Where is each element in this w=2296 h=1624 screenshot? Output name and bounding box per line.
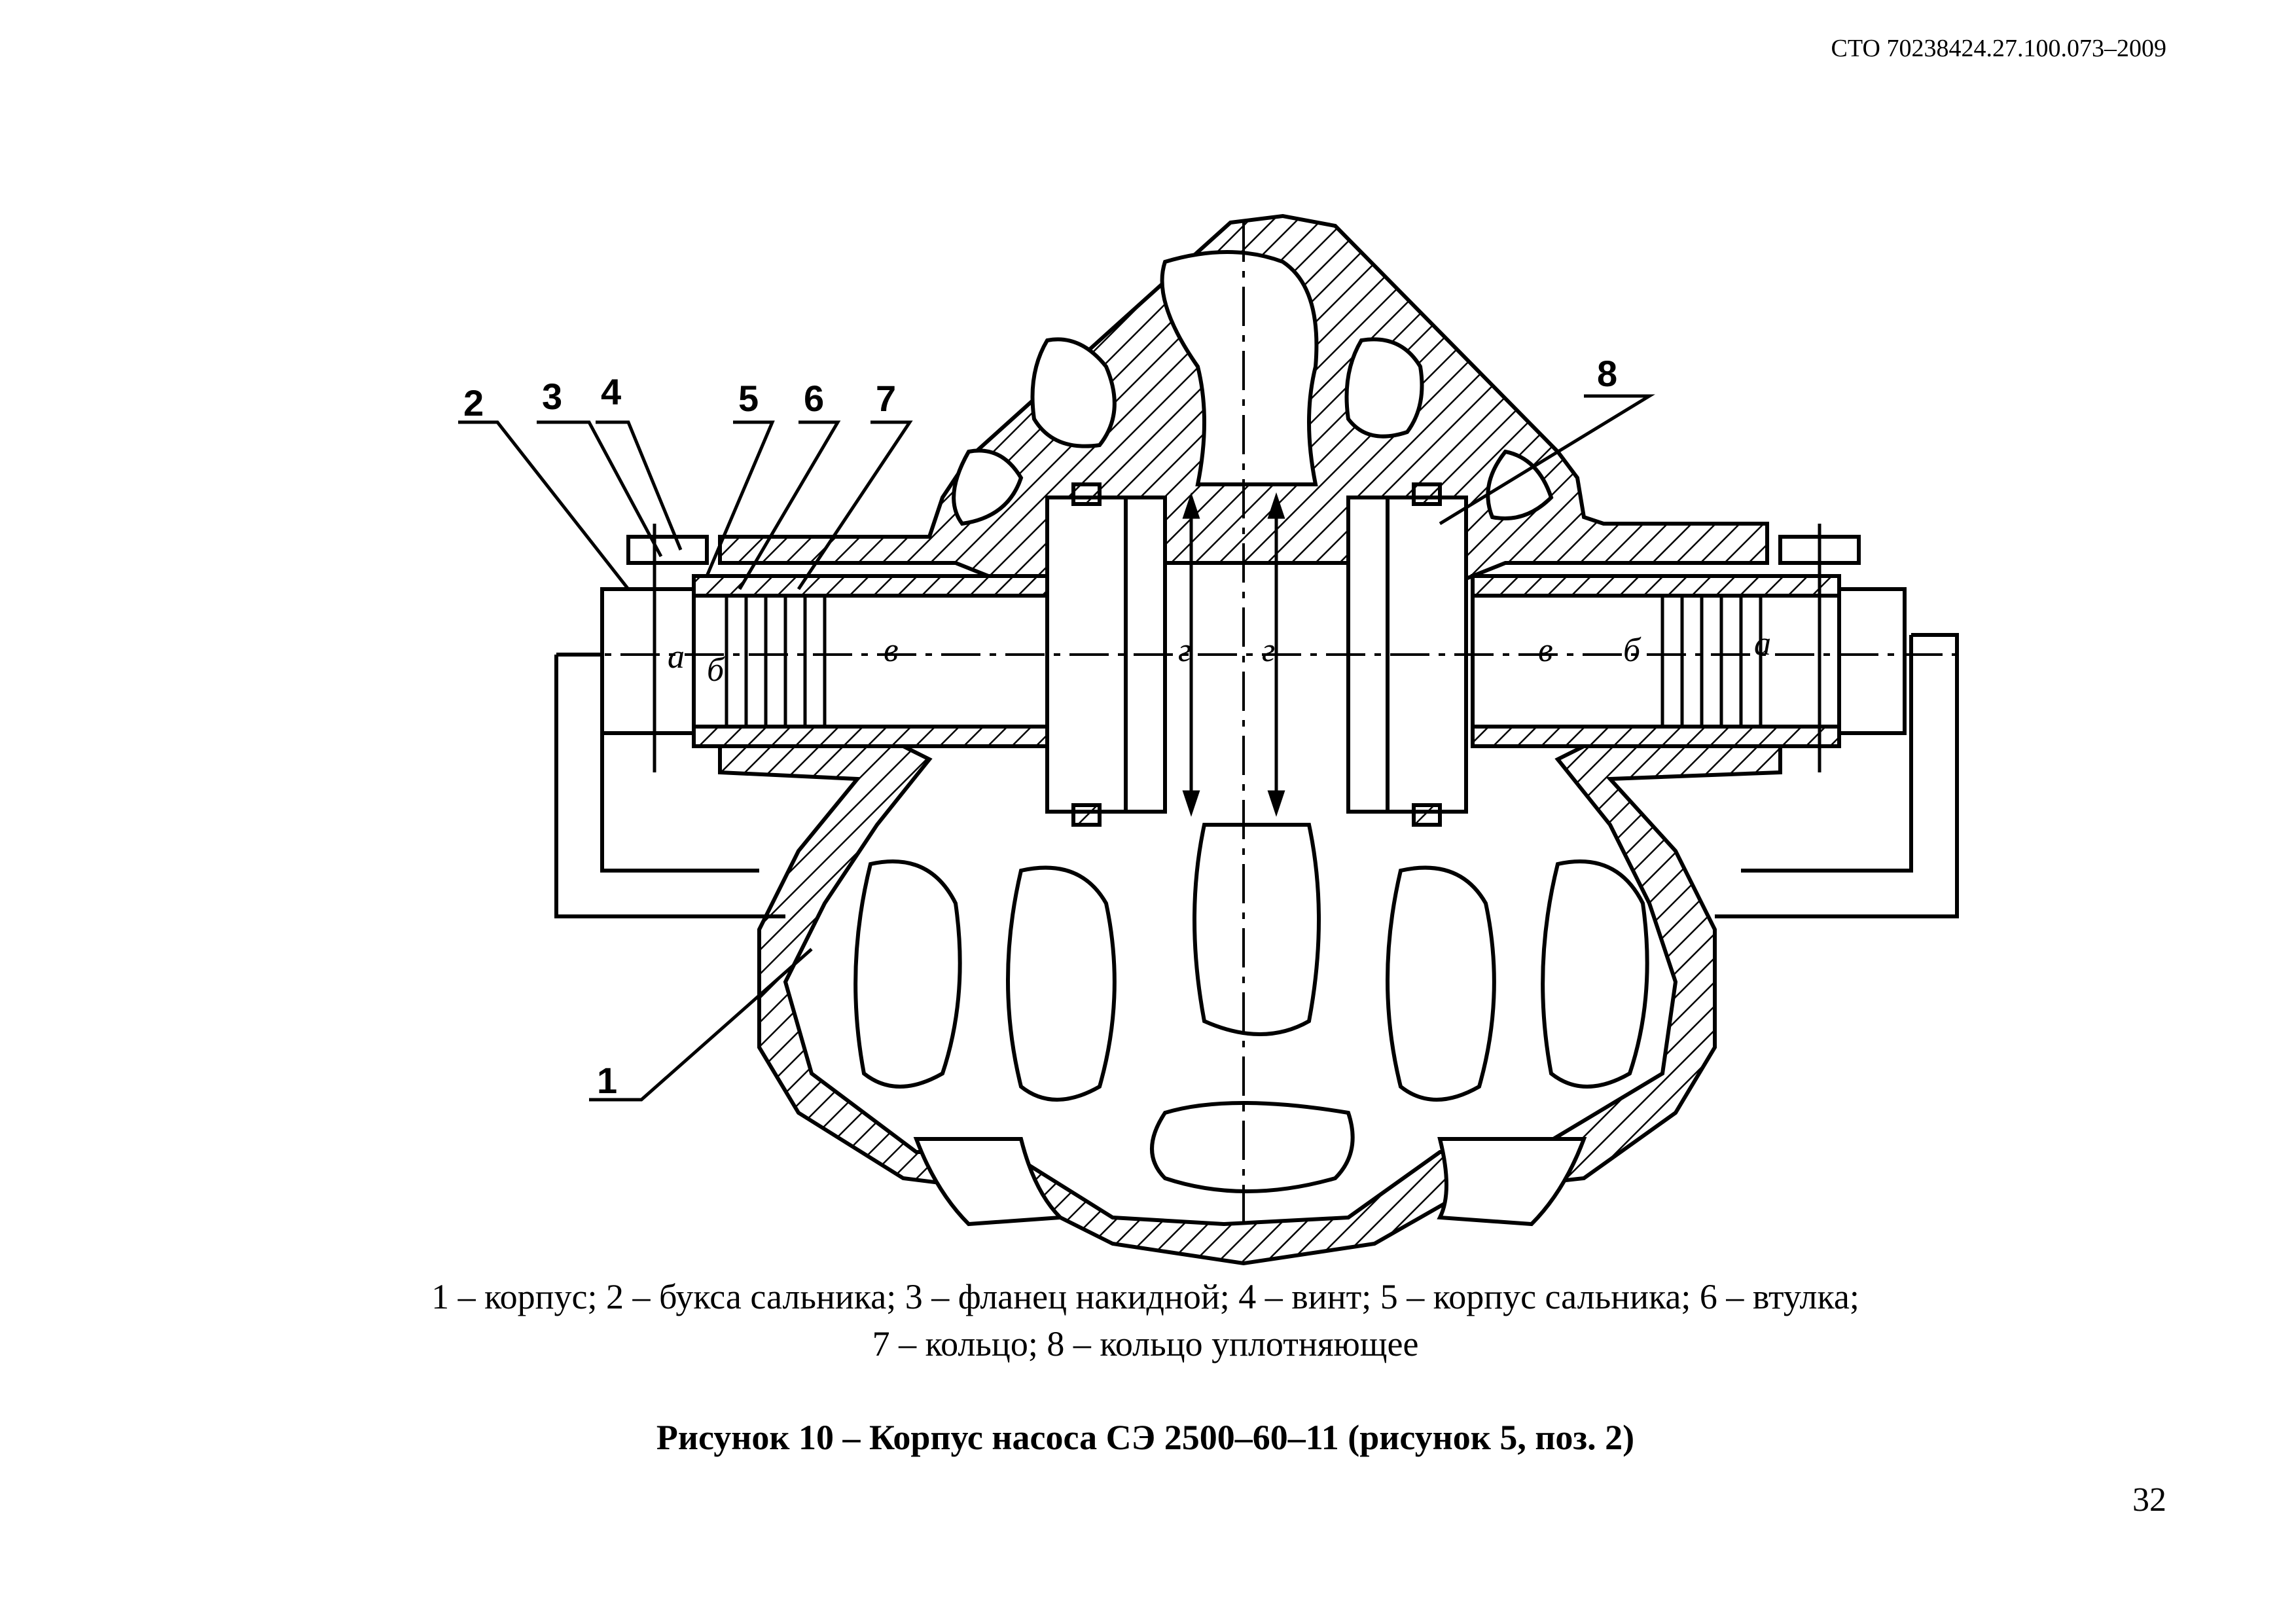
figure-caption: Рисунок 10 – Корпус насоса СЭ 2500–60–11… <box>656 1418 1635 1457</box>
page-number: 32 <box>2132 1481 2166 1519</box>
casing-cavities <box>853 250 1649 1193</box>
callout-numbers: 1 2 3 4 5 6 7 8 <box>463 353 1617 1101</box>
center-axes <box>556 223 1957 1231</box>
callout-4: 4 <box>601 371 621 412</box>
legend-line-2: 7 – кольцо; 8 – кольцо уплотняющее <box>872 1324 1419 1363</box>
mark-right-a: а <box>1754 625 1771 662</box>
mark-left-g: г <box>1178 632 1191 669</box>
mark-right-b: б <box>1623 632 1641 669</box>
callout-2: 2 <box>463 382 484 424</box>
callout-7: 7 <box>876 378 896 419</box>
document-code: СТО 70238424.27.100.073–2009 <box>1831 35 2167 62</box>
legend-line-1: 1 – корпус; 2 – букса сальника; 3 – флан… <box>431 1277 1859 1316</box>
drawing-letters: г г а б в в б а <box>668 625 1771 689</box>
figure-legend: 1 – корпус; 2 – букса сальника; 3 – флан… <box>196 1273 2094 1367</box>
callout-5: 5 <box>738 378 759 419</box>
right-seal-assembly <box>1471 524 1907 772</box>
callout-6: 6 <box>804 378 824 419</box>
mark-right-g: г <box>1262 632 1275 669</box>
mark-left-v: в <box>884 632 899 669</box>
callout-3: 3 <box>542 376 562 417</box>
impeller-rings <box>1045 482 1468 827</box>
feet <box>913 1137 1587 1227</box>
callout-8: 8 <box>1597 353 1617 394</box>
mark-left-b: б <box>707 651 725 689</box>
mark-right-v: в <box>1538 632 1553 669</box>
callout-leaders <box>458 394 1655 1102</box>
mark-left-a: а <box>668 638 685 676</box>
callout-1: 1 <box>597 1060 617 1101</box>
